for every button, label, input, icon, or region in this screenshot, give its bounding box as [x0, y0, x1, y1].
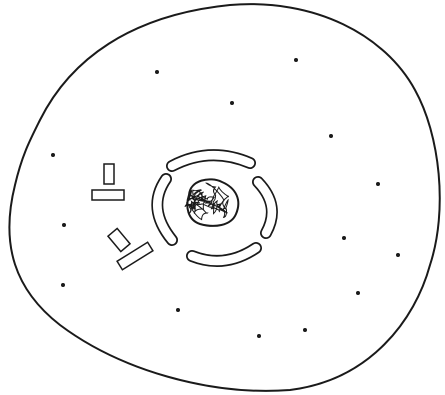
ribosome-dot: [155, 70, 159, 74]
ribosome-dot: [356, 291, 360, 295]
ribosome-dot: [376, 182, 380, 186]
ribosome-dot: [396, 253, 400, 257]
ribosome-dot: [329, 134, 333, 138]
ribosome-dot: [230, 101, 234, 105]
ribosome-dot: [342, 236, 346, 240]
centriole-diagonal-small: [108, 228, 130, 251]
ribosome-dot: [294, 58, 298, 62]
ribosome-dot: [62, 223, 66, 227]
ribosome-dot: [61, 283, 65, 287]
ribosome-dot: [176, 308, 180, 312]
chromatin-mass: [185, 179, 238, 226]
ribosome-dot: [51, 153, 55, 157]
ribosome-dot: [257, 334, 261, 338]
centriole-horizontal: [92, 190, 124, 200]
centriole-vertical: [104, 164, 114, 184]
ribosome-dot: [303, 328, 307, 332]
